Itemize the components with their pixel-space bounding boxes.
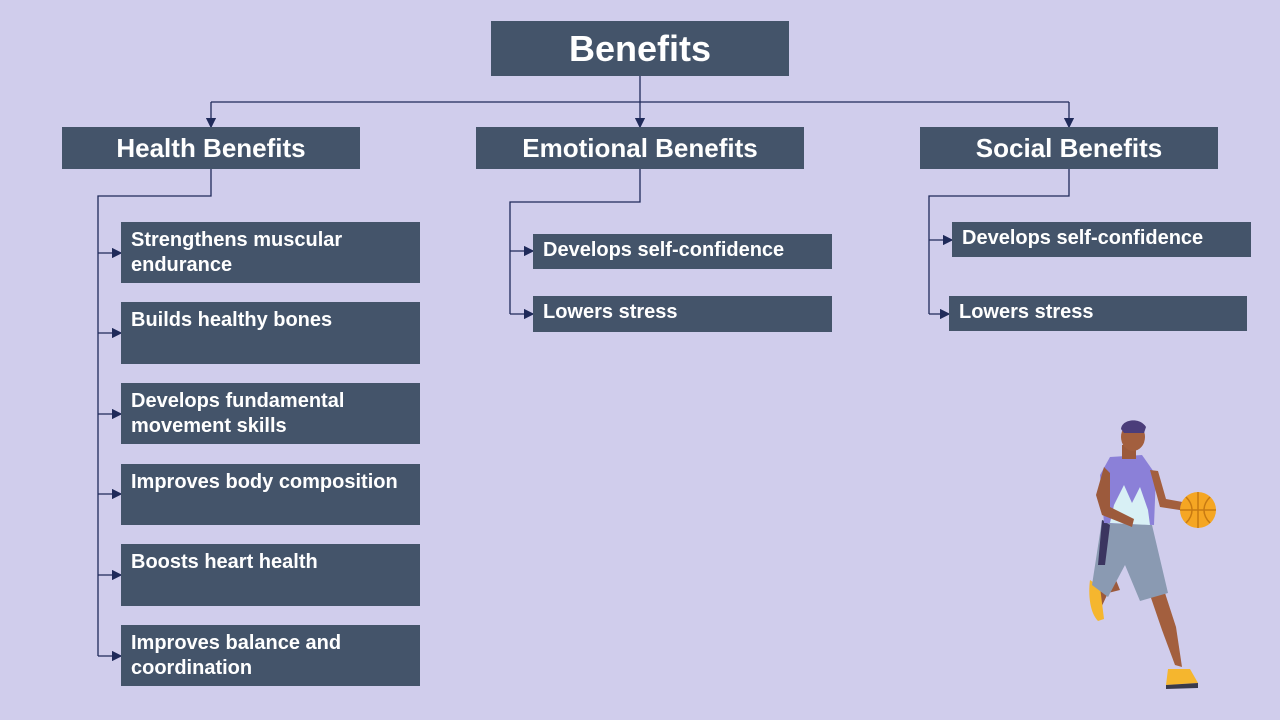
health-item: Develops fundamental movement skills — [121, 383, 420, 444]
health-item: Builds healthy bones — [121, 302, 420, 364]
category-emotional: Emotional Benefits — [476, 127, 804, 169]
category-health: Health Benefits — [62, 127, 360, 169]
social-item: Develops self-confidence — [952, 222, 1251, 257]
category-social: Social Benefits — [920, 127, 1218, 169]
health-item: Strengthens muscular endurance — [121, 222, 420, 283]
health-item: Improves balance and coordination — [121, 625, 420, 686]
diagram-title: Benefits — [491, 21, 789, 76]
emotional-item: Lowers stress — [533, 296, 832, 332]
social-item: Lowers stress — [949, 296, 1247, 331]
basketball-player-icon — [1089, 420, 1216, 689]
health-item: Improves body composition — [121, 464, 420, 525]
emotional-item: Develops self-confidence — [533, 234, 832, 269]
health-item: Boosts heart health — [121, 544, 420, 606]
